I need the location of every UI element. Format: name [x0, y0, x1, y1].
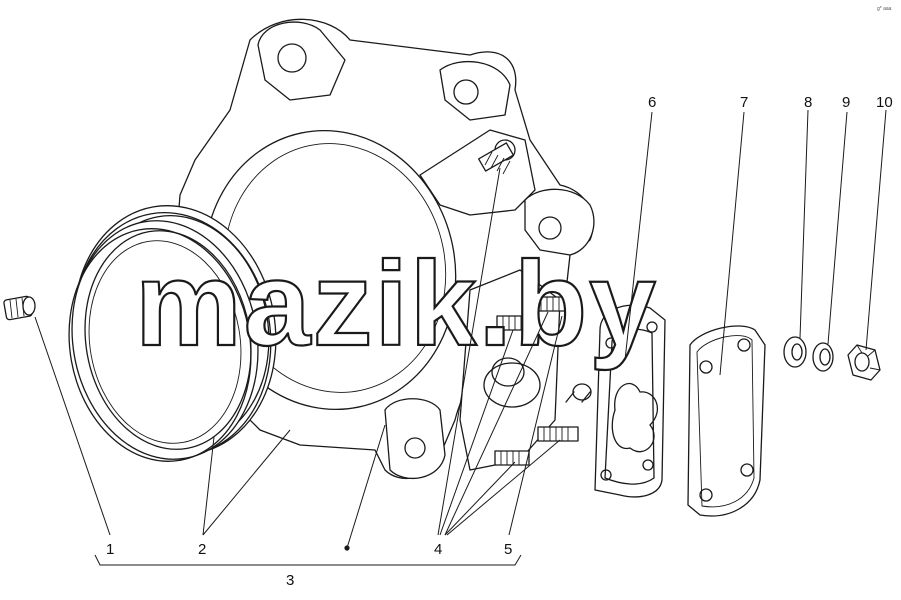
cover: [687, 325, 766, 517]
callout-9: 9: [842, 94, 850, 111]
callout-10: 10: [876, 94, 893, 111]
watermark: mazik.by: [135, 237, 658, 371]
stud-3: [496, 315, 532, 331]
flat-washer: [783, 336, 807, 368]
hex-nut: [847, 344, 881, 381]
seal-rings: [68, 205, 277, 462]
callout-8: 8: [804, 94, 812, 111]
callout-1: 1: [106, 541, 114, 558]
studs: [477, 142, 579, 466]
stud-5: [494, 450, 530, 466]
gasket: [594, 304, 666, 498]
stud-4: [537, 426, 579, 442]
leader-dot: [344, 545, 350, 551]
group-bracket: [94, 554, 522, 566]
callout-4: 4: [434, 541, 442, 558]
callout-7: 7: [740, 94, 748, 111]
stud-1: [477, 142, 515, 175]
callout-2: 2: [198, 541, 206, 558]
plug: [3, 295, 36, 321]
stud-2: [534, 296, 576, 312]
spring-washer: [812, 342, 834, 372]
callout-5: 5: [504, 541, 512, 558]
callout-3: 3: [286, 572, 294, 589]
callout-6: 6: [648, 94, 656, 111]
corner-mark: g* aaa: [877, 6, 892, 12]
callout-labels: 1 2 3 4 5 6 7 8 9 10: [106, 94, 893, 589]
leader-lines: [34, 109, 887, 566]
